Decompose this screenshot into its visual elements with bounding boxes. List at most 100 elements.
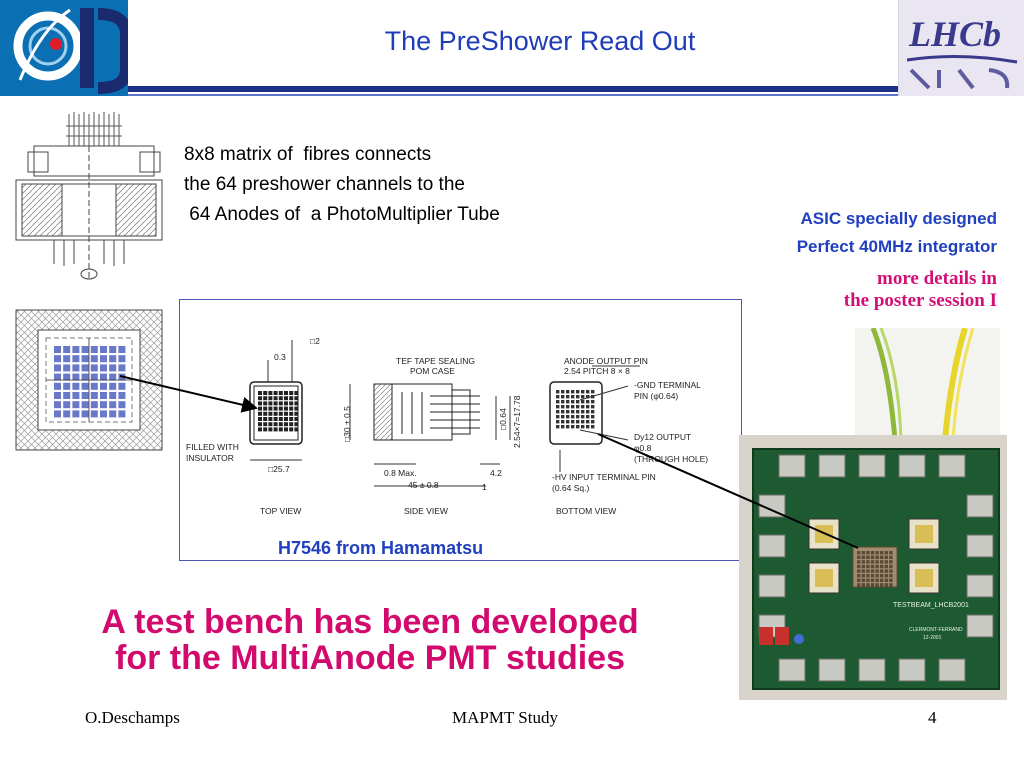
pixel-cell bbox=[571, 395, 575, 399]
pixel-cell bbox=[884, 574, 888, 578]
pixel-cell bbox=[861, 578, 865, 582]
pixel-cell bbox=[556, 400, 560, 404]
pixel-cell bbox=[870, 555, 875, 559]
dim-45: 45 ± 0.8 bbox=[408, 480, 439, 490]
pixel-cell bbox=[571, 420, 575, 424]
pixel-cell bbox=[54, 401, 61, 409]
pixel-cell bbox=[263, 411, 268, 416]
pixel-cell bbox=[273, 422, 278, 427]
test-bench-heading: A test bench has been developed for the … bbox=[30, 604, 710, 676]
pixel-cell bbox=[866, 551, 870, 555]
pixel-cell bbox=[591, 410, 595, 414]
pixel-cell bbox=[284, 401, 288, 406]
pcb-connector bbox=[938, 454, 966, 478]
label-tef-tape: TEF TAPE SEALING bbox=[396, 356, 476, 366]
pixel-cell bbox=[581, 410, 585, 414]
poster-session-note: more details in the poster session I bbox=[700, 268, 997, 312]
pcb-connector bbox=[818, 658, 846, 682]
pixel-cell bbox=[118, 382, 126, 390]
pixel-cell bbox=[294, 406, 299, 411]
pixel-cell bbox=[109, 401, 117, 409]
pixel-cell bbox=[90, 355, 98, 363]
pixel-cell bbox=[268, 411, 273, 416]
pixel-cell bbox=[90, 401, 98, 409]
asic-note: ASIC specially designed Perfect 40MHz in… bbox=[700, 205, 997, 261]
pixel-cell bbox=[566, 410, 570, 414]
pixel-cell bbox=[576, 390, 580, 394]
pixel-cell bbox=[566, 390, 570, 394]
pixel-cell bbox=[81, 355, 89, 363]
pixel-cell bbox=[118, 355, 126, 363]
pixel-cell bbox=[861, 564, 865, 569]
pixel-cell bbox=[278, 406, 283, 411]
label-dy12: Dy12 OUTPUT bbox=[634, 432, 692, 442]
hamamatsu-caption: H7546 from Hamamatsu bbox=[278, 538, 484, 558]
pixel-cell bbox=[273, 417, 278, 421]
bench-line-1: A test bench has been developed bbox=[101, 603, 639, 641]
pixel-cell bbox=[857, 583, 861, 587]
pixel-cell bbox=[581, 420, 585, 424]
arrow-bottomview-to-pcb bbox=[597, 433, 859, 549]
label-top-view: TOP VIEW bbox=[260, 506, 302, 516]
pixel-cell bbox=[576, 410, 580, 414]
pcb-photo: TESTBEAM_LHCB2001 CLERMONT-FERRAND 12-20… bbox=[739, 435, 1007, 700]
pixel-cell bbox=[566, 415, 570, 419]
pixel-cell bbox=[875, 583, 879, 587]
pcb-connector bbox=[858, 454, 886, 478]
pixel-cell bbox=[561, 425, 565, 429]
pixel-cell bbox=[118, 410, 126, 418]
pixel-cell bbox=[273, 411, 278, 416]
pmt-side-drawing bbox=[14, 106, 164, 286]
asic-line-2: Perfect 40MHz integrator bbox=[796, 237, 997, 256]
pixel-cell bbox=[54, 392, 61, 399]
pixel-cell bbox=[581, 405, 585, 409]
pixel-cell bbox=[857, 564, 861, 569]
pixel-cell bbox=[880, 583, 884, 587]
pixel-cell bbox=[586, 420, 590, 424]
arrow-face-to-topview bbox=[119, 375, 258, 413]
pixel-cell bbox=[591, 420, 595, 424]
pixel-cell bbox=[81, 382, 89, 390]
dim-1: 1 bbox=[482, 482, 487, 492]
pixel-cell bbox=[54, 346, 61, 353]
cable-photo bbox=[855, 327, 1000, 441]
pixel-cell bbox=[268, 396, 273, 401]
pixel-cell bbox=[90, 382, 98, 390]
bench-line-2: for the MultiAnode PMT studies bbox=[115, 639, 625, 677]
pixel-cell bbox=[861, 569, 865, 573]
pixel-cell bbox=[289, 396, 294, 401]
pixel-cell bbox=[294, 411, 299, 416]
details-line-2: the poster session I bbox=[843, 290, 997, 311]
pixel-cell bbox=[72, 401, 80, 409]
pixel-cell bbox=[581, 425, 585, 429]
pixel-cell bbox=[258, 406, 262, 411]
footer-title: MAPMT Study bbox=[452, 708, 558, 727]
pixel-cell bbox=[561, 395, 565, 399]
pmt-face-drawing bbox=[14, 308, 164, 452]
pixel-cell bbox=[561, 415, 565, 419]
pixel-cell bbox=[571, 410, 575, 414]
pixel-cell bbox=[586, 390, 590, 394]
pixel-cell bbox=[875, 564, 879, 569]
pixel-cell bbox=[118, 401, 126, 409]
pixel-cell bbox=[90, 346, 98, 353]
label-pom-case: POM CASE bbox=[410, 366, 455, 376]
pixel-cell bbox=[294, 422, 299, 427]
pixel-cell bbox=[571, 415, 575, 419]
pixel-cell bbox=[576, 405, 580, 409]
pixel-cell bbox=[54, 355, 61, 363]
pixel-cell bbox=[109, 392, 117, 399]
header-rule bbox=[128, 86, 898, 92]
pixel-cell bbox=[109, 364, 117, 372]
pixel-cell bbox=[857, 555, 861, 559]
pixel-cell bbox=[880, 574, 884, 578]
pixel-cell bbox=[556, 395, 560, 399]
pixel-cell bbox=[109, 355, 117, 363]
pixel-cell bbox=[268, 401, 273, 406]
pixel-cell bbox=[561, 405, 565, 409]
pcb-connector bbox=[758, 574, 786, 598]
pixel-cell bbox=[263, 406, 268, 411]
pixel-cell bbox=[889, 551, 893, 555]
pixel-cell bbox=[857, 569, 861, 573]
